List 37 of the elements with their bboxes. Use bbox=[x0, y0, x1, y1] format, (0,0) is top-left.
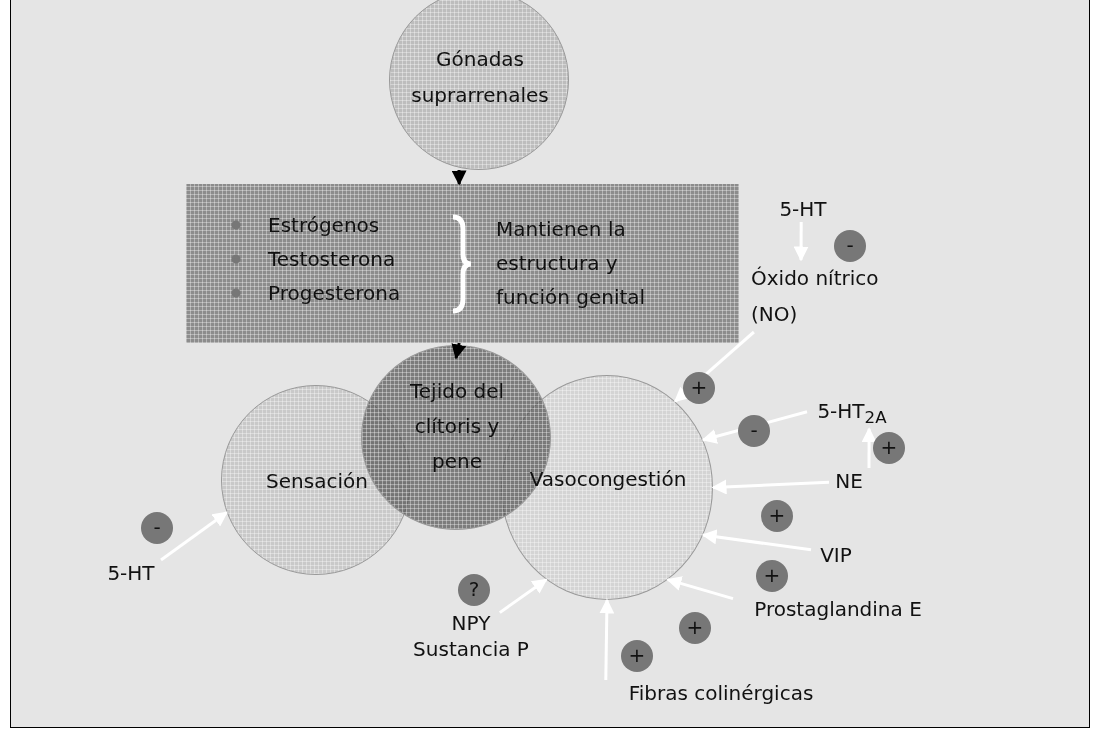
substance-label: 5-HT$_{2A}$ bbox=[816, 398, 888, 429]
substance-label: 5-HT bbox=[106, 560, 156, 586]
arrow bbox=[793, 222, 809, 262]
substance-label: 5-HT bbox=[778, 196, 828, 222]
arrow bbox=[861, 427, 877, 468]
sign-marker: ? bbox=[458, 574, 490, 606]
note-text: Mantienen la estructura y función genital bbox=[496, 216, 647, 311]
sign-marker: + bbox=[621, 640, 653, 672]
substance-label: VIP bbox=[819, 542, 853, 568]
arrow bbox=[160, 511, 228, 562]
arrow bbox=[701, 410, 808, 444]
arrow bbox=[666, 576, 734, 601]
sign-marker: + bbox=[679, 612, 711, 644]
sign-marker: + bbox=[873, 432, 905, 464]
substance-label: Prostaglandina E bbox=[753, 596, 923, 622]
node-text: Tejido del clítoris y pene bbox=[408, 378, 506, 475]
node-text: Sensación bbox=[265, 468, 369, 494]
substance-label: NPY bbox=[450, 610, 492, 636]
sign-marker: - bbox=[141, 512, 173, 544]
arrow bbox=[498, 578, 548, 614]
sign-marker: + bbox=[756, 560, 788, 592]
substance-label: Óxido nítrico (NO) bbox=[751, 265, 880, 328]
node-text: Vasocongestión bbox=[528, 466, 688, 492]
arrow bbox=[599, 598, 615, 681]
hormone-band bbox=[186, 184, 739, 343]
arrow bbox=[451, 170, 467, 186]
sign-marker: + bbox=[761, 500, 793, 532]
substance-label: Sustancia P bbox=[412, 636, 530, 662]
sign-marker: - bbox=[834, 230, 866, 262]
sign-marker: + bbox=[683, 372, 715, 404]
node-text: Gónadas suprarrenales bbox=[410, 46, 550, 109]
substance-label: NE bbox=[834, 468, 864, 494]
arrow bbox=[711, 479, 830, 495]
sign-marker: - bbox=[738, 415, 770, 447]
arrow bbox=[451, 342, 467, 360]
arrow bbox=[701, 529, 812, 552]
substance-label: Fibras colinérgicas bbox=[627, 680, 815, 706]
